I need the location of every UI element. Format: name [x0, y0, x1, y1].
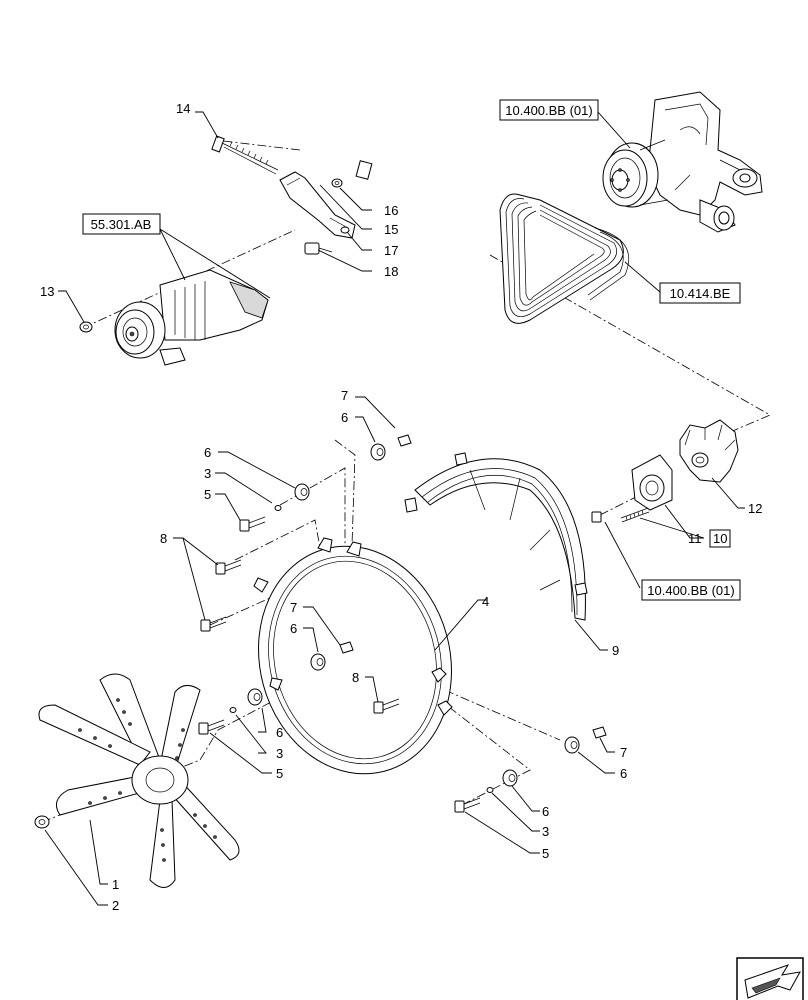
reference-box-pulley-hub[interactable]: 10.400.BB (01) [641, 579, 741, 601]
callout-8a: 8 [160, 531, 167, 546]
callout-7b: 7 [290, 600, 297, 615]
callout-5a: 5 [204, 487, 211, 502]
callout-9: 9 [612, 643, 619, 658]
shroud-segment [404, 452, 588, 621]
fan-hub [591, 419, 739, 523]
reference-box-water-pump[interactable]: 10.400.BB (01) [499, 99, 599, 121]
callout-3b: 3 [276, 746, 283, 761]
callout-16: 16 [384, 203, 398, 218]
callout-6c: 6 [290, 621, 297, 636]
fan-shroud-ring [253, 537, 453, 775]
hardware-bolts [198, 516, 481, 813]
reference-box-alternator[interactable]: 55.301.AB [82, 213, 161, 235]
callout-3c: 3 [542, 824, 549, 839]
callout-7a: 7 [341, 388, 348, 403]
callout-numbers: 14 16 15 17 18 13 12 11 10 9 4 7 6 6 3 5… [40, 101, 762, 913]
callout-7c: 7 [620, 745, 627, 760]
callout-2: 2 [112, 898, 119, 913]
alternator [79, 269, 269, 366]
next-page-arrow-icon[interactable] [736, 957, 804, 1000]
callout-6f: 6 [542, 804, 549, 819]
callout-box-10 [709, 529, 731, 548]
reference-box-belt[interactable]: 10.414.BE [659, 282, 741, 304]
water-pump [602, 91, 763, 233]
fan-rivets [78, 698, 217, 862]
callout-6a: 6 [341, 410, 348, 425]
callout-13: 13 [40, 284, 54, 299]
reference-label: 55.301.AB [91, 217, 152, 232]
cooling-fan [34, 673, 240, 888]
reference-label: 10.414.BE [670, 286, 731, 301]
callout-6b: 6 [204, 445, 211, 460]
hardware-bushings [229, 434, 607, 793]
callout-12: 12 [748, 501, 762, 516]
leader-lines [44, 111, 745, 906]
callout-15: 15 [384, 222, 398, 237]
callout-17: 17 [384, 243, 398, 258]
callout-4: 4 [482, 594, 489, 609]
callout-14: 14 [176, 101, 190, 116]
callout-6e: 6 [620, 766, 627, 781]
reference-label: 10.400.BB (01) [647, 583, 734, 598]
callout-10: 10 [713, 531, 727, 546]
callout-11: 11 [688, 531, 702, 546]
callout-5b: 5 [276, 766, 283, 781]
callout-8b: 8 [352, 670, 359, 685]
callout-6d: 6 [276, 725, 283, 740]
bracket-assembly [211, 135, 373, 255]
callout-5c: 5 [542, 846, 549, 861]
callout-3a: 3 [204, 466, 211, 481]
reference-label: 10.400.BB (01) [505, 103, 592, 118]
callout-18: 18 [384, 264, 398, 279]
callout-1: 1 [112, 877, 119, 892]
drive-belt [499, 193, 630, 324]
